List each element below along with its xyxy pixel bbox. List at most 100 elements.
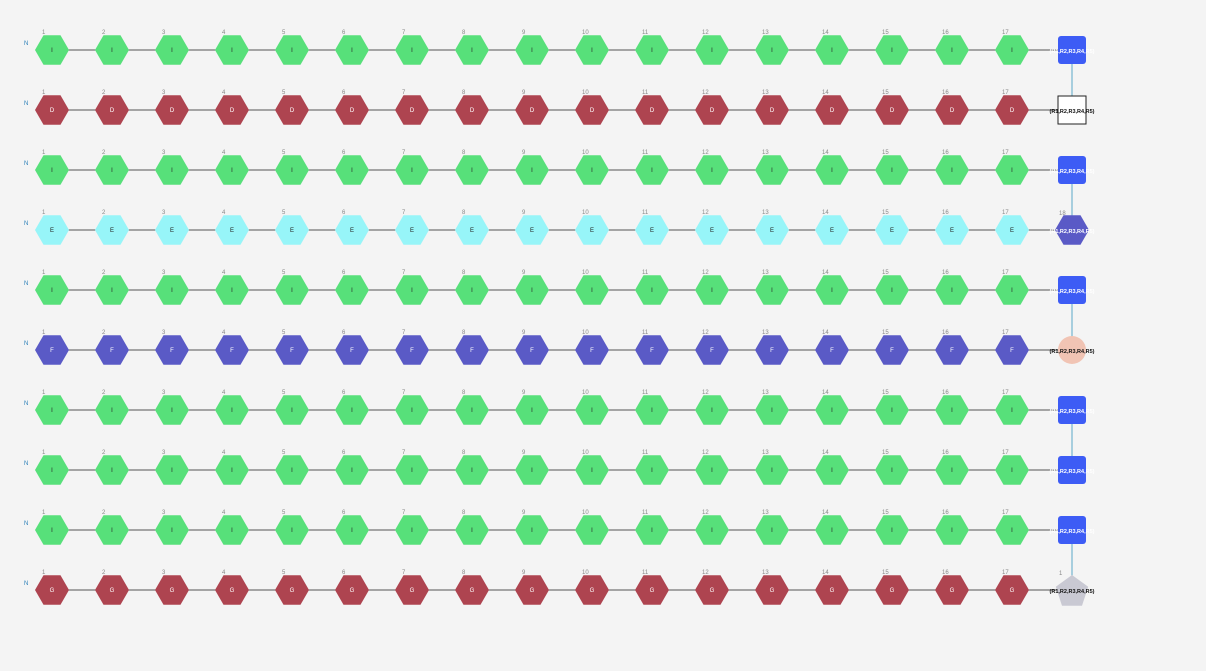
monomer-hexagon[interactable] [455,335,489,365]
monomer-hexagon[interactable] [455,95,489,125]
monomer-hexagon[interactable] [935,335,969,365]
monomer-hexagon[interactable] [815,155,849,185]
monomer-hexagon[interactable] [755,515,789,545]
monomer-hexagon[interactable] [155,455,189,485]
monomer-hexagon[interactable] [455,515,489,545]
monomer-hexagon[interactable] [515,515,549,545]
monomer-hexagon[interactable] [95,215,129,245]
monomer-hexagon[interactable] [395,35,429,65]
monomer-hexagon[interactable] [695,35,729,65]
monomer-hexagon[interactable] [35,335,69,365]
monomer-hexagon[interactable] [215,335,249,365]
monomer-hexagon[interactable] [575,95,609,125]
monomer-hexagon[interactable] [335,35,369,65]
monomer-hexagon[interactable] [275,395,309,425]
monomer-hexagon[interactable] [695,575,729,605]
monomer-hexagon[interactable] [395,275,429,305]
monomer-hexagon[interactable] [215,275,249,305]
monomer-hexagon[interactable] [335,575,369,605]
monomer-hexagon[interactable] [275,575,309,605]
monomer-hexagon[interactable] [95,455,129,485]
monomer-hexagon[interactable] [155,275,189,305]
monomer-hexagon[interactable] [995,455,1029,485]
monomer-hexagon[interactable] [935,515,969,545]
monomer-hexagon[interactable] [275,275,309,305]
monomer-hexagon[interactable] [815,95,849,125]
end-cap-blue-square[interactable] [1058,36,1086,64]
monomer-hexagon[interactable] [395,335,429,365]
monomer-hexagon[interactable] [935,35,969,65]
end-cap-white-square[interactable] [1057,95,1087,125]
monomer-hexagon[interactable] [575,575,609,605]
monomer-hexagon[interactable] [515,275,549,305]
monomer-hexagon[interactable] [635,395,669,425]
monomer-hexagon[interactable] [635,35,669,65]
monomer-hexagon[interactable] [275,155,309,185]
monomer-hexagon[interactable] [635,95,669,125]
monomer-hexagon[interactable] [155,155,189,185]
monomer-hexagon[interactable] [875,335,909,365]
monomer-hexagon[interactable] [395,395,429,425]
monomer-hexagon[interactable] [215,575,249,605]
monomer-hexagon[interactable] [335,335,369,365]
end-cap-blue-square[interactable] [1058,156,1086,184]
monomer-hexagon[interactable] [335,395,369,425]
monomer-hexagon[interactable] [515,155,549,185]
monomer-hexagon[interactable] [215,515,249,545]
monomer-hexagon[interactable] [35,275,69,305]
monomer-hexagon[interactable] [515,455,549,485]
monomer-hexagon[interactable] [755,155,789,185]
monomer-hexagon[interactable] [215,455,249,485]
end-cap-grey-pentagon[interactable] [1055,575,1089,606]
monomer-hexagon[interactable] [875,155,909,185]
monomer-hexagon[interactable] [695,95,729,125]
monomer-hexagon[interactable] [695,515,729,545]
monomer-hexagon[interactable] [35,395,69,425]
monomer-hexagon[interactable] [635,215,669,245]
monomer-hexagon[interactable] [395,575,429,605]
monomer-hexagon[interactable] [155,575,189,605]
monomer-hexagon[interactable] [215,155,249,185]
monomer-hexagon[interactable] [575,35,609,65]
monomer-hexagon[interactable] [815,395,849,425]
monomer-hexagon[interactable] [875,215,909,245]
monomer-hexagon[interactable] [815,335,849,365]
monomer-hexagon[interactable] [755,335,789,365]
monomer-hexagon[interactable] [755,215,789,245]
monomer-hexagon[interactable] [335,515,369,545]
monomer-hexagon[interactable] [35,215,69,245]
monomer-hexagon[interactable] [935,455,969,485]
monomer-hexagon[interactable] [155,95,189,125]
monomer-hexagon[interactable] [995,515,1029,545]
monomer-hexagon[interactable] [335,215,369,245]
monomer-hexagon[interactable] [995,215,1029,245]
monomer-hexagon[interactable] [275,335,309,365]
monomer-hexagon[interactable] [455,275,489,305]
monomer-hexagon[interactable] [35,95,69,125]
monomer-hexagon[interactable] [455,455,489,485]
monomer-hexagon[interactable] [215,395,249,425]
end-cap-blue-square[interactable] [1058,276,1086,304]
monomer-hexagon[interactable] [635,335,669,365]
monomer-hexagon[interactable] [995,35,1029,65]
monomer-hexagon[interactable] [275,35,309,65]
monomer-hexagon[interactable] [875,395,909,425]
monomer-hexagon[interactable] [935,575,969,605]
monomer-hexagon[interactable] [515,395,549,425]
monomer-hexagon[interactable] [815,515,849,545]
monomer-hexagon[interactable] [995,335,1029,365]
monomer-hexagon[interactable] [275,95,309,125]
monomer-hexagon[interactable] [935,95,969,125]
monomer-hexagon[interactable] [95,35,129,65]
monomer-hexagon[interactable] [335,155,369,185]
monomer-hexagon[interactable] [695,275,729,305]
monomer-hexagon[interactable] [755,455,789,485]
monomer-hexagon[interactable] [215,95,249,125]
monomer-hexagon[interactable] [35,575,69,605]
monomer-hexagon[interactable] [935,395,969,425]
monomer-hexagon[interactable] [935,215,969,245]
monomer-hexagon[interactable] [875,575,909,605]
monomer-hexagon[interactable] [635,515,669,545]
monomer-hexagon[interactable] [695,455,729,485]
monomer-hexagon[interactable] [155,395,189,425]
